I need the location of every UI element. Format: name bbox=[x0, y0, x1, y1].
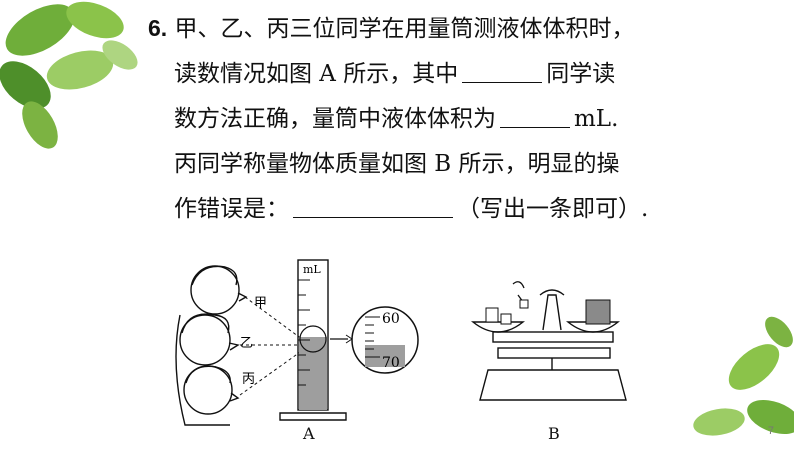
figure-b bbox=[468, 270, 638, 414]
label-jia: 甲 bbox=[254, 296, 267, 311]
balance-scale-diagram bbox=[471, 281, 627, 401]
leaf-decoration-top-left bbox=[0, 1, 138, 149]
figure-a-caption: A bbox=[303, 424, 315, 443]
label-bing: 丙 bbox=[242, 372, 255, 387]
question-line-2: 读数情况如图 A 所示，其中同学读 bbox=[174, 60, 616, 87]
page-number: 7 bbox=[767, 425, 774, 437]
graduated-cylinder-diagram: 甲 乙 丙 mL 60 70 bbox=[175, 259, 419, 426]
unit-label: mL bbox=[303, 263, 321, 276]
question-number: 6. bbox=[148, 15, 168, 41]
tick-70: 70 bbox=[382, 355, 400, 371]
figure-a: 甲 乙 丙 mL 60 70 bbox=[170, 255, 450, 449]
question-line-5: 作错误是：（写出一条即可）. bbox=[174, 195, 649, 222]
question-line-4: 丙同学称量物体质量如图 B 所示，明显的操 bbox=[174, 151, 620, 177]
answer-blank-student[interactable] bbox=[462, 60, 543, 83]
figure-b-caption: B bbox=[548, 424, 560, 443]
answer-blank-error[interactable] bbox=[293, 195, 453, 218]
question-line-1: 6. 甲、乙、丙三位同学在用量筒测液体体积时， bbox=[148, 15, 635, 42]
leaf-decoration-bottom-right bbox=[693, 316, 794, 436]
answer-blank-volume[interactable] bbox=[500, 105, 570, 128]
question-text: 6. 甲、乙、丙三位同学在用量筒测液体体积时， 读数情况如图 A 所示，其中同学… bbox=[148, 6, 778, 232]
tick-60: 60 bbox=[382, 311, 400, 327]
label-yi: 乙 bbox=[240, 336, 253, 351]
